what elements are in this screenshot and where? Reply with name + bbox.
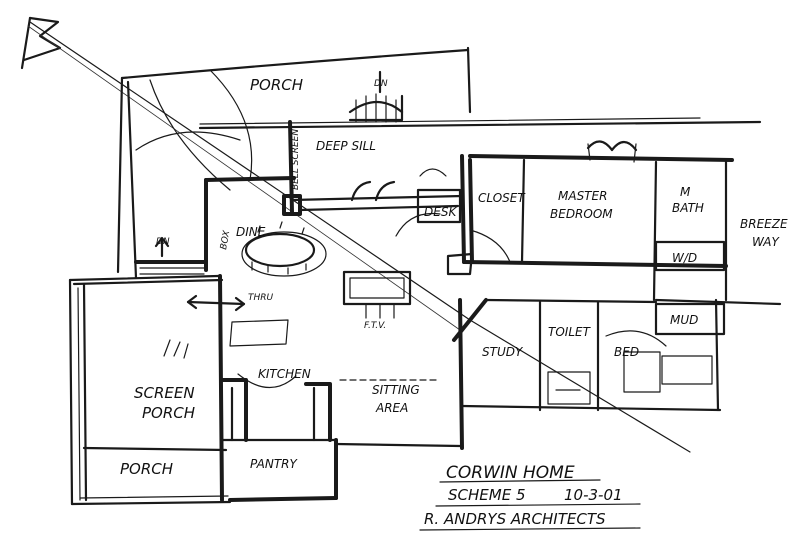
label-screen-porch-2: PORCH xyxy=(142,404,195,422)
label-wd: W/D xyxy=(672,251,697,265)
label-pantry: PANTRY xyxy=(250,457,298,471)
label-box: BOX xyxy=(219,229,232,250)
laundry-mud-boxes xyxy=(654,240,726,336)
label-porch-bottom: PORCH xyxy=(120,460,173,478)
label-breezeway-2: WAY xyxy=(752,235,780,249)
title-scheme: SCHEME 5 xyxy=(448,486,525,504)
label-m-bath-2: BATH xyxy=(672,201,704,215)
label-master-2: BEDROOM xyxy=(550,207,613,221)
label-sitting-2: AREA xyxy=(375,401,408,415)
label-ftv: F.T.V. xyxy=(364,321,386,331)
label-bell-screen: BELL SCREEN xyxy=(291,129,301,190)
label-dine: DINE xyxy=(236,225,266,239)
kitchen-walls xyxy=(220,298,464,502)
label-m-bath-1: M xyxy=(680,185,691,199)
label-kitchen: KITCHEN xyxy=(258,367,311,381)
pass-thru-arrow xyxy=(186,294,289,347)
door-swings xyxy=(350,140,638,263)
dining-table xyxy=(241,221,327,277)
label-dn-left: DN xyxy=(156,237,170,247)
porch-top-outline xyxy=(116,46,472,280)
label-closet: CLOSET xyxy=(478,191,526,205)
bedroom-wing-walls xyxy=(452,298,722,412)
stair-top xyxy=(348,70,404,123)
label-pass-thru: THRU xyxy=(248,293,274,303)
title-block-lines xyxy=(419,479,641,531)
title-date: 10-3-01 xyxy=(564,486,623,504)
label-bed: BED xyxy=(614,345,639,359)
label-breezeway-1: BREEZE xyxy=(740,217,788,231)
label-study: STUDY xyxy=(482,345,524,359)
title-project: CORWIN HOME xyxy=(446,463,575,483)
label-dn-top: DN xyxy=(374,79,388,89)
label-mud: MUD xyxy=(670,313,698,327)
label-deep-sill: DEEP SILL xyxy=(316,139,376,153)
label-screen-porch-1: SCREEN xyxy=(134,384,195,402)
label-toilet: TOILET xyxy=(548,325,592,339)
north-flag-icon xyxy=(20,16,62,70)
label-sitting-1: SITTING xyxy=(372,383,420,397)
fireplace-tv xyxy=(342,270,412,319)
title-firm: R. ANDRYS ARCHITECTS xyxy=(424,510,606,528)
stair-left xyxy=(134,236,208,275)
screen-porch-walls xyxy=(68,274,232,506)
label-master-1: MASTER xyxy=(558,189,607,203)
bell-screen-box xyxy=(282,194,302,216)
desk-area xyxy=(416,168,474,276)
label-porch-top: PORCH xyxy=(250,76,303,94)
label-desk: DESK xyxy=(424,205,457,219)
